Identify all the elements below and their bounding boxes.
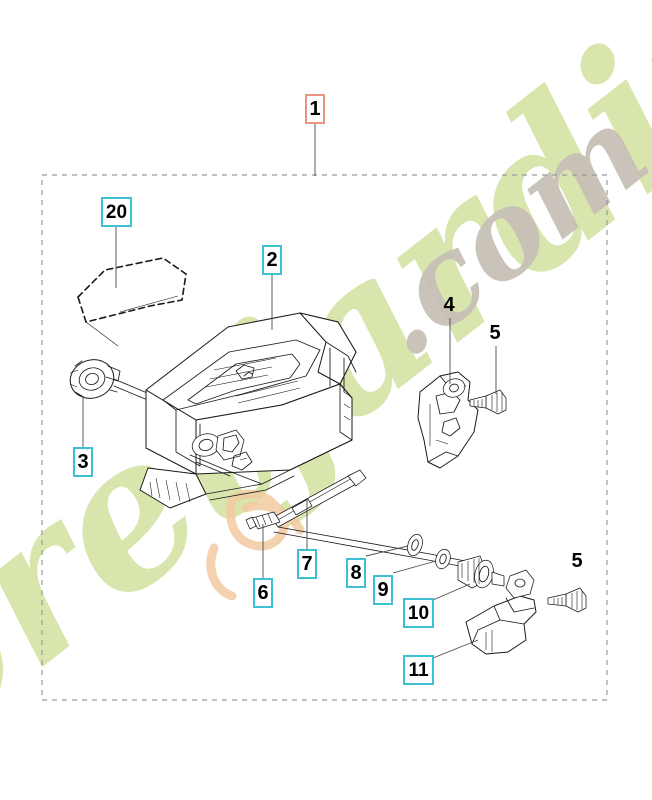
callout-10[interactable]: 10: [403, 598, 434, 628]
part-9-washer: [435, 548, 451, 570]
assembly-boundary-box: [41, 174, 608, 701]
callout-9[interactable]: 9: [373, 575, 393, 605]
callout-8[interactable]: 8: [346, 558, 366, 588]
part-5b-screw: [547, 587, 587, 613]
cover-internal-mechanism: [189, 429, 263, 485]
callout-11[interactable]: 11: [403, 655, 434, 685]
part-10-tensioner-knob: [457, 555, 505, 589]
part-8-washer: [407, 533, 423, 557]
callout-5-upper[interactable]: 5: [489, 322, 501, 344]
part-5a-screw: [469, 389, 507, 415]
callout-6[interactable]: 6: [253, 578, 273, 608]
callout-7[interactable]: 7: [297, 549, 317, 579]
callout-20[interactable]: 20: [101, 197, 132, 227]
callout-3[interactable]: 3: [73, 447, 93, 477]
leader-lines: [82, 124, 497, 659]
part-11-tensioner-bracket: [465, 569, 537, 655]
part-2-clutch-cover: [139, 312, 357, 509]
callout-1[interactable]: 1: [305, 94, 325, 124]
cover-vent-fins: [139, 467, 207, 509]
callout-5-lower[interactable]: 5: [571, 550, 583, 572]
part-4-brake-lever: [417, 371, 479, 469]
callout-2[interactable]: 2: [262, 245, 282, 275]
callout-4[interactable]: 4: [443, 294, 455, 316]
part-20-decal: [77, 257, 187, 347]
